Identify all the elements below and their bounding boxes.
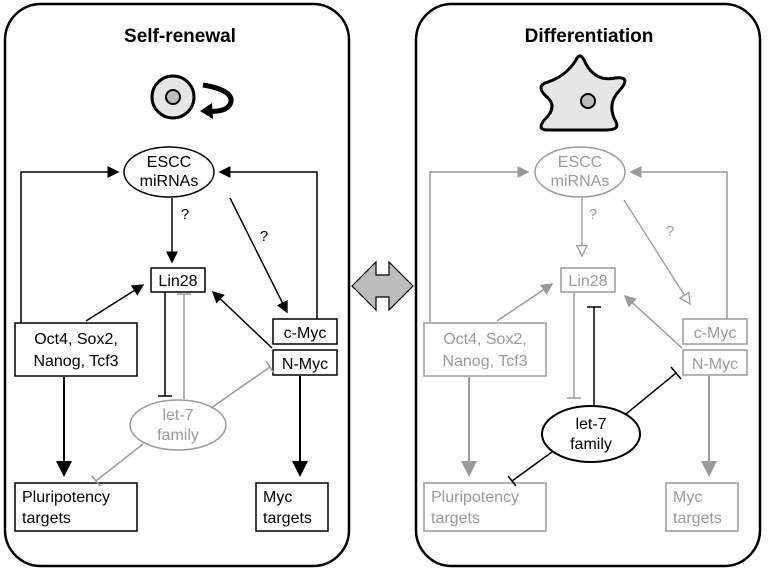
myc-label: Myc bbox=[263, 489, 292, 506]
pluripotency-factors-node: Oct4, Sox2, Nanog, Tcf3 bbox=[14, 322, 138, 377]
pluripotency-targets-node: Pluripotency targets bbox=[14, 482, 138, 532]
myc-targets-node: Myc targets bbox=[665, 482, 739, 532]
targets-label: targets bbox=[22, 510, 71, 527]
escc-label: ESCC bbox=[558, 154, 602, 171]
panel-title: Self-renewal bbox=[124, 26, 236, 47]
cmyc-label: c-Myc bbox=[694, 325, 737, 342]
myc-targets-label: targets bbox=[263, 510, 312, 527]
lin28-label: Lin28 bbox=[158, 273, 197, 290]
let7-inhibits-nmyc bbox=[210, 366, 271, 409]
let7-inhibits-nmyc bbox=[625, 372, 677, 415]
family-label: family bbox=[157, 427, 199, 444]
lin28-node: Lin28 bbox=[560, 267, 616, 293]
cmyc-label: c-Myc bbox=[284, 325, 327, 342]
nmyc-to-lin28-arrow bbox=[211, 290, 273, 349]
pluripotency-targets-node: Pluripotency targets bbox=[423, 482, 547, 532]
nmyc-label: N-Myc bbox=[692, 356, 738, 373]
transition-double-arrow-icon bbox=[351, 260, 414, 312]
nmyc-node: N-Myc bbox=[272, 349, 338, 376]
let7-label: let-7 bbox=[162, 407, 193, 424]
myc-label: Myc bbox=[673, 489, 702, 506]
escc-label: ESCC bbox=[147, 154, 191, 171]
mirnas-label: miRNAs bbox=[140, 173, 199, 190]
lin28-label: Lin28 bbox=[568, 273, 607, 290]
pluripotency-factors-node: Oct4, Sox2, Nanog, Tcf3 bbox=[423, 322, 547, 377]
let7-inhibits-pluripotency bbox=[511, 451, 553, 482]
let7-family-node: let-7 family bbox=[129, 399, 227, 451]
factors-line-1: Oct4, Sox2, bbox=[34, 331, 118, 348]
factors-to-lin28-arrow bbox=[85, 284, 145, 322]
targets-label: targets bbox=[431, 510, 480, 527]
question-mark-2: ? bbox=[260, 228, 268, 245]
escc-mirnas-node: ESCC miRNAs bbox=[123, 146, 215, 198]
self-renewal-edges bbox=[20, 166, 318, 487]
factors-line-2: Nanog, Tcf3 bbox=[442, 353, 527, 370]
mirnas-label: miRNAs bbox=[551, 173, 610, 190]
let7-family-node: let-7 family bbox=[541, 405, 641, 463]
question-mark-1: ? bbox=[181, 206, 189, 223]
lin28-node: Lin28 bbox=[150, 267, 206, 293]
nmyc-label: N-Myc bbox=[282, 356, 328, 373]
question-mark-1: ? bbox=[589, 206, 597, 223]
factors-to-lin28-arrow bbox=[496, 283, 554, 322]
cmyc-node: c-Myc bbox=[682, 318, 748, 345]
nmyc-to-lin28-arrow bbox=[623, 294, 683, 349]
myc-targets-node: Myc targets bbox=[255, 482, 329, 532]
cmyc-to-escc-arrow bbox=[629, 166, 728, 319]
family-label: family bbox=[570, 436, 612, 453]
differentiation-edges bbox=[429, 166, 728, 487]
pluripotency-label: Pluripotency bbox=[431, 489, 519, 506]
factors-to-escc-arrow bbox=[429, 166, 530, 323]
question-mark-2: ? bbox=[666, 223, 674, 240]
myc-targets-label: targets bbox=[673, 510, 722, 527]
self-renewal-panel: Self-renewal ESCC miRNAs Lin28 Oct4, Sox… bbox=[3, 2, 351, 568]
let7-label: let-7 bbox=[575, 416, 606, 433]
cmyc-node: c-Myc bbox=[272, 318, 338, 345]
let7-inhibits-pluripotency bbox=[95, 443, 144, 482]
cmyc-to-escc-arrow bbox=[218, 166, 318, 319]
panel-title: Differentiation bbox=[525, 26, 654, 47]
differentiation-panel: Differentiation ESCC miRNAs Lin28 Oct4, … bbox=[414, 2, 762, 568]
pluripotency-label: Pluripotency bbox=[22, 489, 110, 506]
differentiated-cell-icon bbox=[539, 54, 627, 132]
factors-line-2: Nanog, Tcf3 bbox=[33, 353, 118, 370]
nmyc-node: N-Myc bbox=[682, 349, 748, 376]
factors-line-1: Oct4, Sox2, bbox=[443, 331, 527, 348]
self-renewing-cell-icon bbox=[150, 74, 234, 120]
factors-to-escc-arrow bbox=[20, 166, 120, 323]
escc-to-cmyc-arrow bbox=[229, 197, 288, 314]
escc-mirnas-node: ESCC miRNAs bbox=[534, 146, 626, 198]
escc-to-cmyc-arrow bbox=[623, 199, 690, 304]
